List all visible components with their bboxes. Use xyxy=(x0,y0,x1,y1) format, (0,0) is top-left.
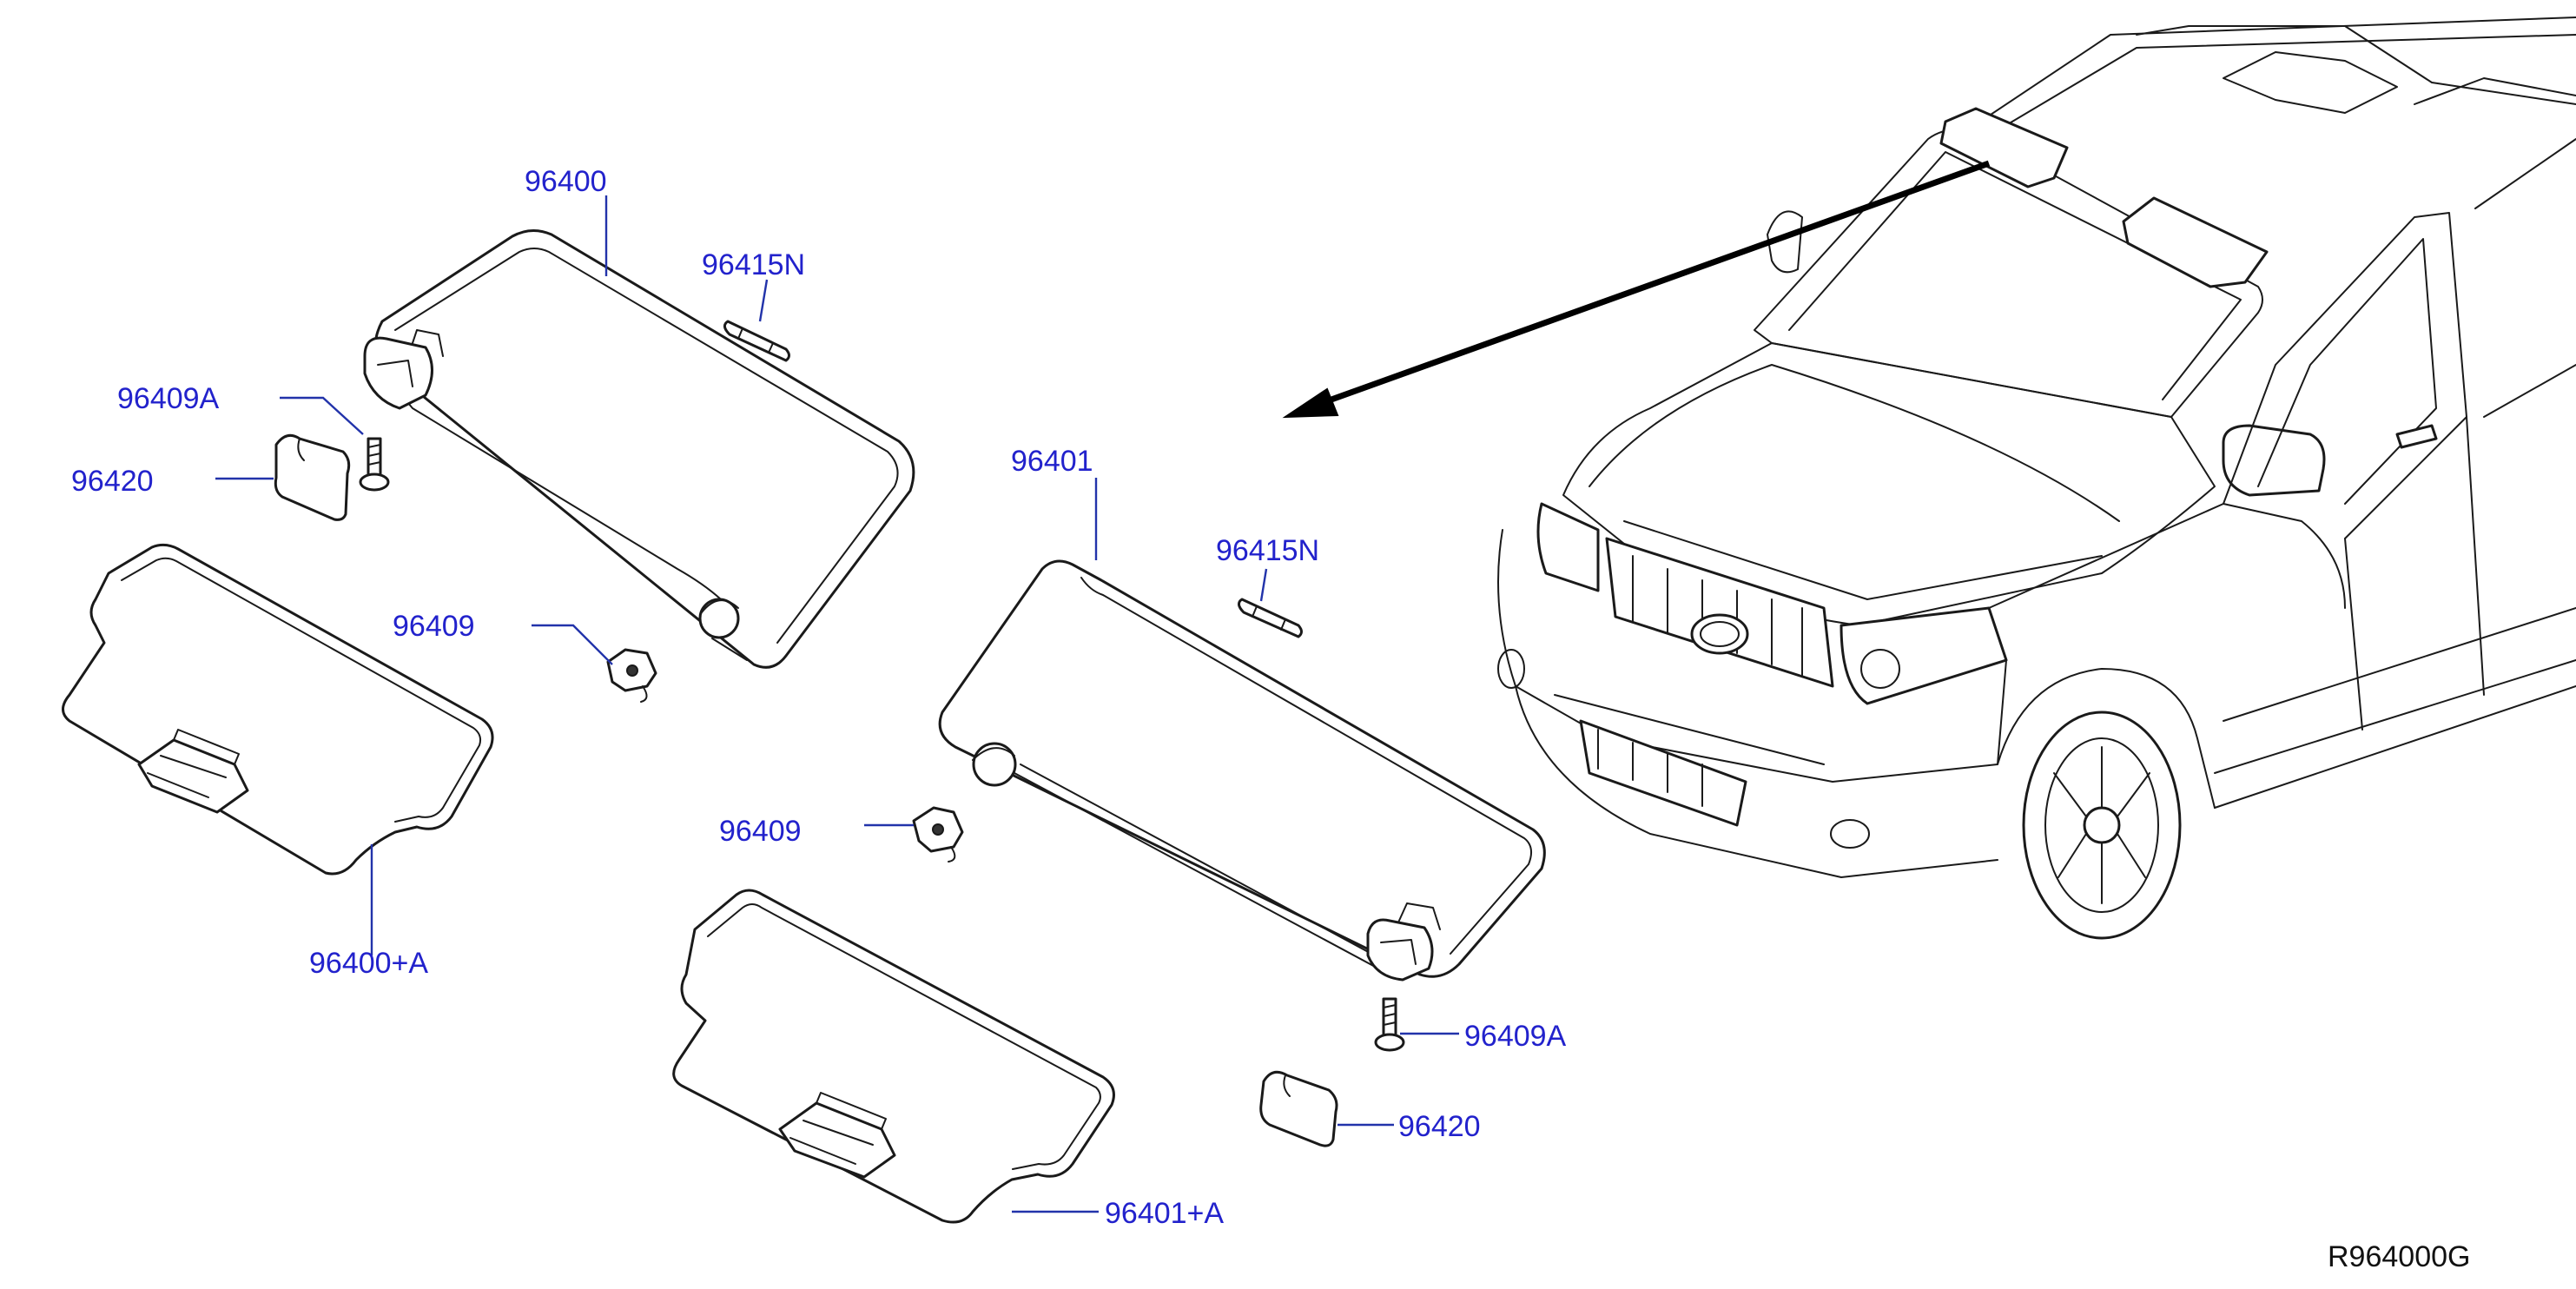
clip-96409-rh xyxy=(606,648,657,703)
screw-96409a-rh xyxy=(359,437,390,492)
vehicle-illustration xyxy=(1497,17,2576,940)
label-96409a-rh: 96409A xyxy=(117,382,220,415)
label-96409-rh: 96409 xyxy=(393,610,475,643)
visor-mirror-96400a xyxy=(62,543,494,876)
fuse-96415n-lh xyxy=(1238,598,1303,638)
label-96401: 96401 xyxy=(1011,445,1093,478)
label-96400a: 96400+A xyxy=(309,947,428,980)
visor-96401 xyxy=(938,559,1546,982)
fuse-96415n-rh xyxy=(723,320,790,362)
label-96415n-lh: 96415N xyxy=(1216,534,1319,567)
visor-mirror-96401a xyxy=(672,889,1115,1224)
screw-96409a-lh xyxy=(1374,997,1405,1052)
location-arrow xyxy=(1282,160,1991,419)
cover-96420-rh xyxy=(274,433,351,521)
label-96409-lh: 96409 xyxy=(719,815,802,848)
label-96401a: 96401+A xyxy=(1105,1197,1224,1230)
visor-96400 xyxy=(363,229,915,669)
label-96420-lh: 96420 xyxy=(1398,1110,1481,1143)
reference-code: R964000G xyxy=(2328,1240,2470,1273)
cover-96420-lh xyxy=(1259,1070,1338,1147)
clip-96409-lh xyxy=(912,806,964,863)
leader-lines xyxy=(215,195,1459,1213)
label-96409a-lh: 96409A xyxy=(1464,1020,1567,1053)
label-96420-rh: 96420 xyxy=(71,465,154,498)
label-96400: 96400 xyxy=(525,165,607,198)
label-96415n-rh: 96415N xyxy=(702,248,805,281)
